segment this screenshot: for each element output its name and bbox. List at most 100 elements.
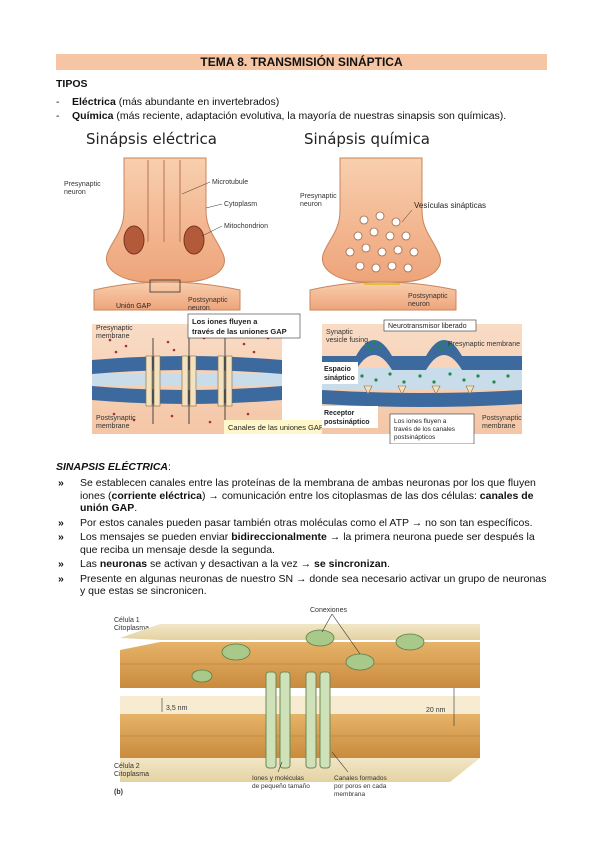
label-channels-1: Canales formados — [334, 775, 387, 782]
bullet-text: Presente en algunas neuronas de nuestro … — [80, 572, 547, 585]
sinapsis-electrica-heading-text: SINAPSIS ELÉCTRICA — [56, 461, 169, 473]
synaptic-vesicles — [345, 211, 419, 273]
gap-channels-callout — [224, 420, 342, 434]
bullet-text: se activan y desactivan a la vez → — [147, 558, 315, 570]
bullet-item: Se establecen canales entre las proteína… — [56, 477, 548, 515]
label-conexiones: Conexiones — [310, 607, 347, 614]
label-channels-3: membrana — [334, 791, 365, 798]
bullet-item: Por estos canales pueden pasar también o… — [56, 517, 548, 530]
gap-channel-pores — [265, 671, 331, 769]
label-ions-chem-3: postsinápticos — [394, 434, 436, 441]
sinapsis-electrica-heading-colon: : — [168, 461, 171, 473]
bullet-bold: corriente eléctrica — [111, 489, 202, 502]
label-postsynaptic-membrane-2: membrane — [96, 423, 130, 430]
presynaptic-terminal-electrical — [105, 157, 225, 283]
postsynaptic-receptors — [363, 385, 475, 395]
label-postsynaptic-neuron-chem-1: Postsynaptic — [408, 293, 448, 300]
label-cell2-1: Célula 2 — [114, 763, 140, 770]
label-presynaptic-neuron-chem-1: Presynaptic — [300, 193, 337, 200]
bullet-bold: canales de — [479, 489, 534, 502]
electrical-title: Sinápsis eléctrica — [86, 130, 217, 148]
postsynaptic-neuron-chemical — [309, 281, 457, 311]
label-ions-chem-2: través de los canales — [394, 426, 456, 433]
label-ions-flow-1: Los iones fluyen a — [192, 317, 258, 326]
tipos-dash-1: - — [56, 96, 60, 108]
label-receptor-2: postsináptico — [324, 419, 370, 426]
label-cell1-1: Célula 1 — [114, 617, 140, 624]
tipos-heading: TIPOS — [56, 78, 88, 90]
postsynaptic-neuron-electrical — [93, 281, 241, 311]
neurotransmitter-dots — [360, 340, 510, 384]
label-presynaptic-neuron-1: Presynaptic — [64, 181, 101, 188]
bullet-item: Las neuronas se activan y desactivan a l… — [56, 558, 548, 571]
label-ions-molecules-1: Iones y moléculas — [252, 775, 305, 782]
label-ions-flow-2: través de las uniones GAP — [192, 327, 287, 336]
label-cell1-2: Citoplasma — [114, 625, 149, 632]
label-cell2-2: Citoplasma — [114, 771, 149, 778]
label-presynaptic-neuron-chem-2: neuron — [300, 201, 322, 208]
label-cleft-2: sináptico — [324, 375, 355, 382]
chemical-title: Sinápsis química — [304, 130, 430, 148]
bullet-bold: se sincronizan — [314, 558, 387, 570]
bullet-item: Los mensajes se pueden enviar bidireccio… — [56, 531, 548, 556]
synapse-types-figure: Sinápsis eléctrica Presynaptic neuron Mi… — [64, 130, 522, 444]
presynaptic-membrane-chemical — [322, 340, 522, 370]
label-vesicle-fusing-2: vesicle fusing — [326, 337, 368, 344]
label-20-nm: 20 nm — [426, 707, 446, 714]
label-neurotransmitter: Neurotransmisor liberado — [388, 323, 467, 330]
label-channels-2: por poros en cada — [334, 783, 387, 790]
tipos-item-electrica: Eléctrica (más abundante en invertebrado… — [72, 96, 279, 109]
ions-channels-callout — [389, 413, 475, 444]
receptor-callout — [322, 406, 378, 428]
connexon-icons — [191, 629, 425, 683]
cleft-callout — [322, 362, 358, 384]
bullet-bold: unión GAP — [80, 502, 135, 514]
bullet-text: Por estos canales pueden pasar también o… — [80, 516, 533, 529]
label-postsynaptic-neuron-1: Postsynaptic — [188, 297, 228, 304]
label-presynaptic-membrane-chem: Presynaptic membrane — [448, 341, 520, 348]
label-presynaptic-membrane-1: Presynaptic — [96, 325, 133, 332]
label-union-gap: Unión GAP — [116, 303, 151, 310]
lower-cytoplasm — [120, 758, 480, 782]
bullet-text: Se establecen canales entre las proteína… — [80, 477, 536, 489]
label-postsynaptic-membrane-chem-2: membrane — [482, 423, 516, 430]
bullet-text: iones ( — [80, 489, 112, 502]
postsynaptic-membrane-chemical — [322, 390, 522, 407]
bullet-text: ) → comunicación entre los citoplasmas d… — [201, 489, 480, 502]
upper-cytoplasm — [120, 624, 480, 640]
tipos-item-label: Química — [72, 110, 114, 122]
intercellular-space — [120, 696, 480, 714]
bullet-bold: bidireccionalmente — [231, 531, 327, 543]
page-title: TEMA 8. TRANSMISIÓN SINÁPTICA — [56, 54, 547, 70]
label-postsynaptic-neuron-chem-2: neuron — [408, 301, 430, 308]
tipos-item-text: (más reciente, adaptación evolutiva, la … — [113, 110, 507, 122]
label-postsynaptic-membrane-1: Postsynaptic — [96, 415, 136, 422]
label-gap-channels: Canales de las uniones GAP — [228, 423, 324, 432]
label-microtubule: Microtubule — [212, 179, 248, 186]
label-postsynaptic-membrane-chem-1: Postsynaptic — [482, 415, 522, 422]
bullet-text: Las — [80, 558, 100, 570]
tipos-item-quimica: Química (más reciente, adaptación evolut… — [72, 110, 506, 123]
bullet-item: Presente en algunas neuronas de nuestro … — [56, 573, 548, 598]
label-vesicles: Vesículas sinápticas — [414, 201, 486, 210]
mitochondrion-icon — [123, 225, 145, 255]
bullet-bold: neuronas — [99, 558, 148, 570]
gap-channels — [145, 355, 233, 407]
bullet-text: → la primera neurona puede ser después l… — [326, 531, 535, 543]
label-vesicle-fusing-1: Synaptic — [326, 329, 353, 336]
label-cleft-1: Espacio — [324, 366, 351, 373]
tipos-item-label: Eléctrica — [72, 96, 116, 108]
label-cytoplasm: Cytoplasm — [224, 201, 257, 208]
bullet-text: y que estas se sincronicen. — [80, 585, 207, 597]
label-receptor-1: Receptor — [324, 410, 355, 417]
gap-junction-figure: Conexiones Célula 1 Citoplasma 3,5 nm 20… — [114, 607, 480, 798]
neurotransmitter-callout — [383, 319, 477, 332]
label-3-5-nm: 3,5 nm — [166, 705, 188, 712]
mitochondrion-icon — [183, 225, 205, 255]
bullet-text: . — [387, 558, 390, 570]
bullet-text: Los mensajes se pueden enviar — [80, 531, 232, 543]
label-mitochondrion: Mitochondrion — [224, 223, 268, 230]
bullet-text: . — [134, 502, 138, 514]
label-ions-molecules-2: de pequeño tamaño — [252, 783, 310, 790]
tipos-dash-2: - — [56, 110, 60, 122]
